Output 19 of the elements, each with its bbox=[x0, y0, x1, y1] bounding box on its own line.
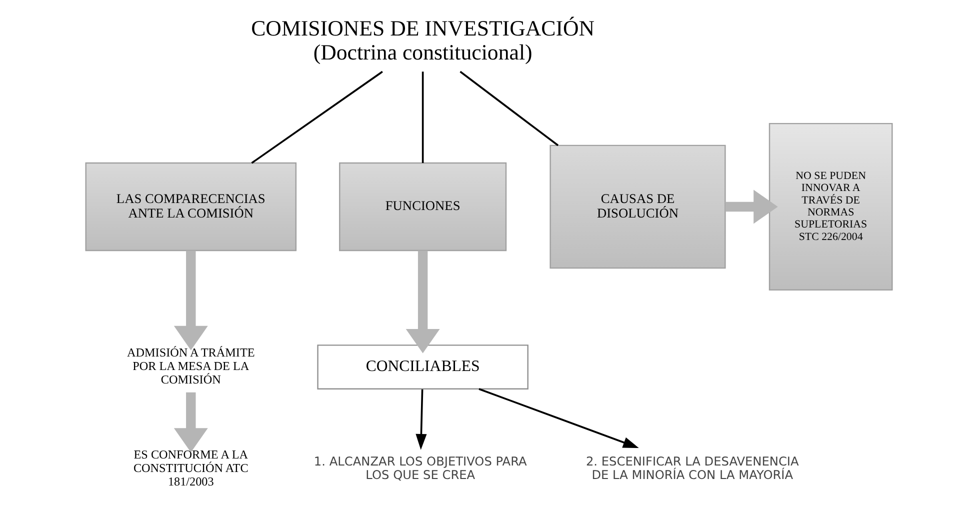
connector bbox=[422, 72, 424, 163]
node-box: NO SE PUDEN INNOVAR A TRAVÉS DE NORMAS SUPLETORIAS STC 226/2004 bbox=[768, 122, 893, 291]
node-box: CAUSAS DE DISOLUCIÓN bbox=[550, 144, 726, 269]
arrow bbox=[416, 389, 427, 450]
connector bbox=[460, 70, 559, 146]
node-text: ES CONFORME A LA CONSTITUCIÓN ATC 181/2003 bbox=[133, 448, 248, 488]
arrow bbox=[406, 250, 440, 354]
node-text: ADMISIÓN A TRÁMITE POR LA MESA DE LA COMISIÓN bbox=[127, 346, 255, 386]
arrow bbox=[478, 388, 639, 448]
node-text: 1. ALCANZAR LOS OBJETIVOS PARA LOS QUE SE CREA bbox=[314, 454, 527, 482]
node-box: FUNCIONES bbox=[339, 162, 507, 252]
connector bbox=[251, 70, 383, 164]
arrow bbox=[174, 392, 208, 452]
arrow bbox=[725, 190, 778, 224]
node-box: CONCILIABLES bbox=[317, 344, 528, 390]
node-text: COMISIONES DE INVESTIGACIÓN (Doctrina constitucional) bbox=[251, 16, 595, 65]
arrow bbox=[174, 250, 208, 350]
node-box: LAS COMPARECENCIAS ANTE LA COMISIÓN bbox=[85, 162, 297, 252]
node-text: 2. ESCENIFICAR LA DESAVENENCIA DE LA MINORÍA CON LA MAYORÍA bbox=[586, 454, 799, 482]
